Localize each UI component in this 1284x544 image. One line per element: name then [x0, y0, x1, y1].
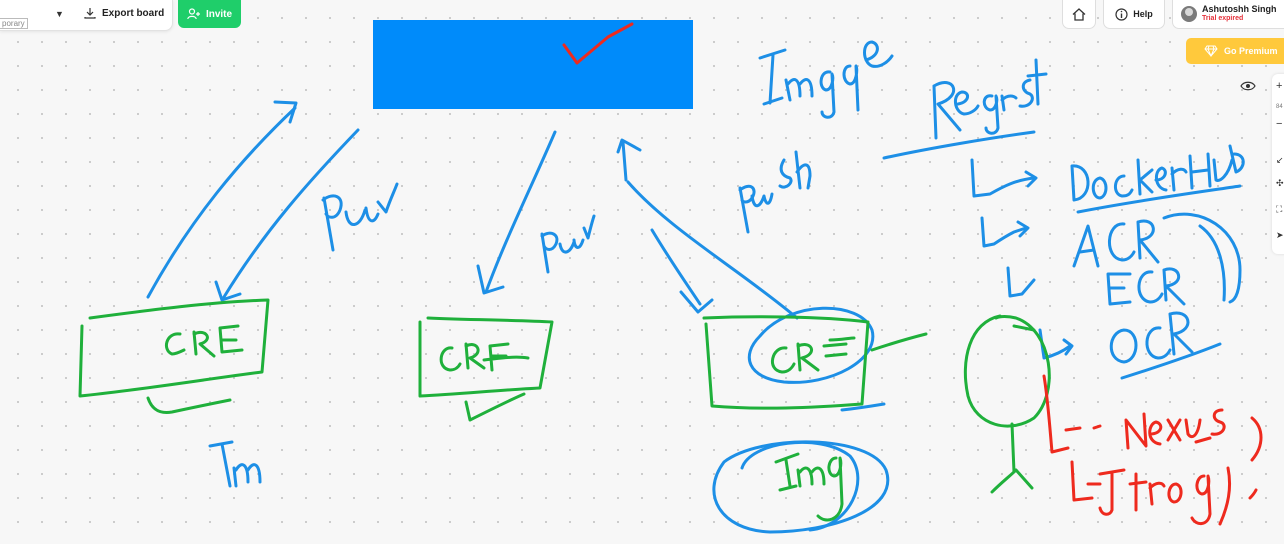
eye-icon[interactable] — [1240, 80, 1256, 92]
home-button[interactable] — [1062, 0, 1096, 29]
export-board-label: Export board — [102, 7, 165, 19]
fit-screen-icon[interactable]: ⛶ — [1276, 204, 1283, 214]
avatar — [1181, 6, 1197, 22]
red-checkmark — [562, 22, 634, 65]
home-icon — [1072, 7, 1086, 21]
info-icon — [1115, 7, 1128, 21]
download-icon — [84, 8, 96, 19]
go-premium-label: Go Premium — [1224, 46, 1278, 56]
export-board-button[interactable]: Export board — [84, 7, 164, 19]
temporary-tag: porary — [0, 18, 28, 29]
chevron-down-icon[interactable]: ▼ — [55, 9, 64, 19]
go-premium-button[interactable]: Go Premium — [1186, 38, 1284, 64]
user-info: Ashutoshh Singh Trial expired — [1202, 4, 1277, 24]
minus-icon[interactable]: − — [1276, 118, 1283, 130]
green-ink-strokes — [78, 298, 1051, 522]
invite-label: Invite — [205, 8, 233, 20]
trial-status: Trial expired — [1202, 15, 1244, 22]
select-tool-icon[interactable]: ➤ — [1276, 230, 1284, 240]
image-box — [373, 20, 693, 109]
diamond-icon — [1204, 45, 1218, 57]
blue-ink-strokes — [146, 40, 1245, 534]
add-user-icon — [187, 8, 200, 20]
red-ink-strokes — [1042, 374, 1263, 526]
plus-icon[interactable]: + — [1276, 80, 1283, 92]
help-button[interactable]: Help — [1103, 0, 1165, 29]
side-toolbar — [1272, 74, 1284, 254]
move-tool-icon[interactable]: ✣ — [1276, 178, 1284, 188]
help-label: Help — [1133, 9, 1153, 19]
user-menu[interactable]: Ashutoshh Singh Trial expired — [1172, 0, 1284, 29]
board-toolbar: porary ▼ Export board — [0, 0, 173, 31]
arrow-tool-icon[interactable]: ↙ — [1276, 155, 1284, 165]
user-name: Ashutoshh Singh — [1202, 4, 1277, 14]
zoom-level: 84 — [1276, 104, 1283, 110]
invite-button[interactable]: Invite — [178, 0, 241, 28]
